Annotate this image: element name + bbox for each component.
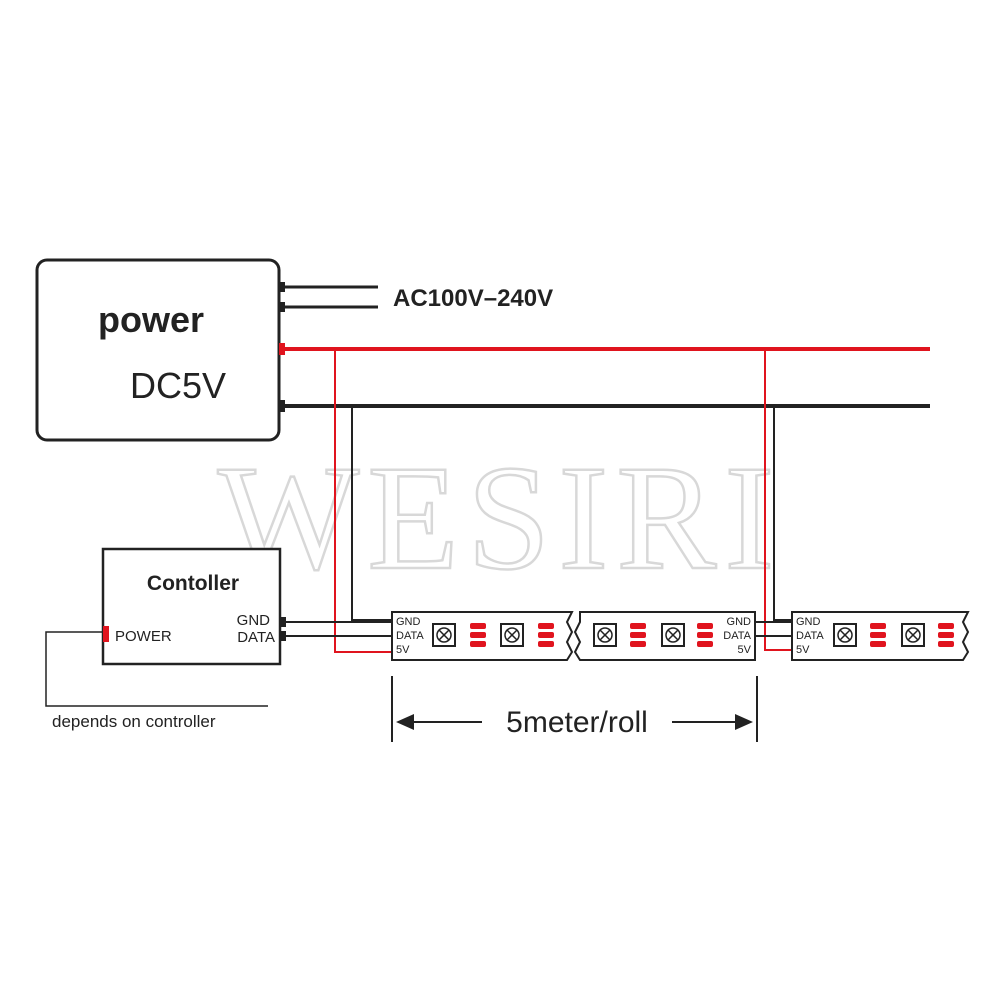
- strip2-data-label: DATA: [723, 630, 751, 642]
- controller-power-lead: [45, 631, 268, 707]
- strip3-gnd-label: GND: [796, 616, 821, 628]
- controller-gnd-terminal: [280, 617, 286, 627]
- controller-note: depends on controller: [52, 712, 216, 731]
- strip1-data-label: DATA: [396, 630, 424, 642]
- strip3-data-label: DATA: [796, 630, 824, 642]
- strip2-gnd-label: GND: [727, 616, 752, 628]
- controller-title: Contoller: [147, 572, 239, 595]
- resistor-group: [697, 623, 713, 647]
- ac-input-label: AC100V–240V: [393, 285, 553, 312]
- resistor-group: [470, 623, 486, 647]
- controller: Contoller POWER GND DATA: [101, 547, 286, 666]
- watermark-text: WESIRI: [218, 435, 783, 601]
- negative-drop-wire-2: [773, 406, 792, 621]
- power-supply-title: power: [98, 299, 204, 340]
- dimension-arrow-right: [735, 714, 753, 730]
- dimension-label: 5meter/roll: [506, 706, 648, 739]
- resistor-group: [870, 623, 886, 647]
- led-chip: [593, 623, 617, 647]
- led-chip: [901, 623, 925, 647]
- resistor-group: [538, 623, 554, 647]
- controller-gnd-label: GND: [237, 612, 271, 629]
- controller-data-terminal: [280, 631, 286, 641]
- resistor-group: [630, 623, 646, 647]
- positive-drop-wire-1: [334, 349, 392, 653]
- positive-drop-wire-2: [764, 349, 792, 651]
- led-strip-segment-2: GND DATA 5V: [573, 611, 756, 661]
- strip3-5v-label: 5V: [796, 644, 810, 656]
- ac-terminal-1: [279, 282, 285, 292]
- led-strip-segment-3: GND DATA 5V: [791, 611, 970, 661]
- roll-length-dimension: 5meter/roll: [391, 676, 758, 742]
- controller-power-label: POWER: [115, 628, 172, 645]
- negative-drop-wire-1: [351, 406, 392, 621]
- controller-power-port: [103, 626, 109, 642]
- power-supply-voltage: DC5V: [130, 365, 226, 406]
- led-chip: [500, 623, 524, 647]
- strip1-gnd-label: GND: [396, 616, 421, 628]
- controller-data-label: DATA: [237, 629, 275, 646]
- dc-positive-terminal: [279, 343, 285, 355]
- led-chip: [432, 623, 456, 647]
- resistor-group: [938, 623, 954, 647]
- controller-box: [101, 547, 282, 666]
- strip1-5v-label: 5V: [396, 644, 410, 656]
- dimension-arrow-left: [396, 714, 414, 730]
- led-strip-segment-1: GND DATA 5V: [391, 611, 574, 661]
- ac-terminal-2: [279, 302, 285, 312]
- strip2-5v-label: 5V: [738, 644, 752, 656]
- power-supply-box: [35, 258, 281, 442]
- led-chip: [661, 623, 685, 647]
- power-supply: power DC5V: [35, 258, 285, 442]
- led-chip: [833, 623, 857, 647]
- dc-negative-terminal: [279, 400, 285, 412]
